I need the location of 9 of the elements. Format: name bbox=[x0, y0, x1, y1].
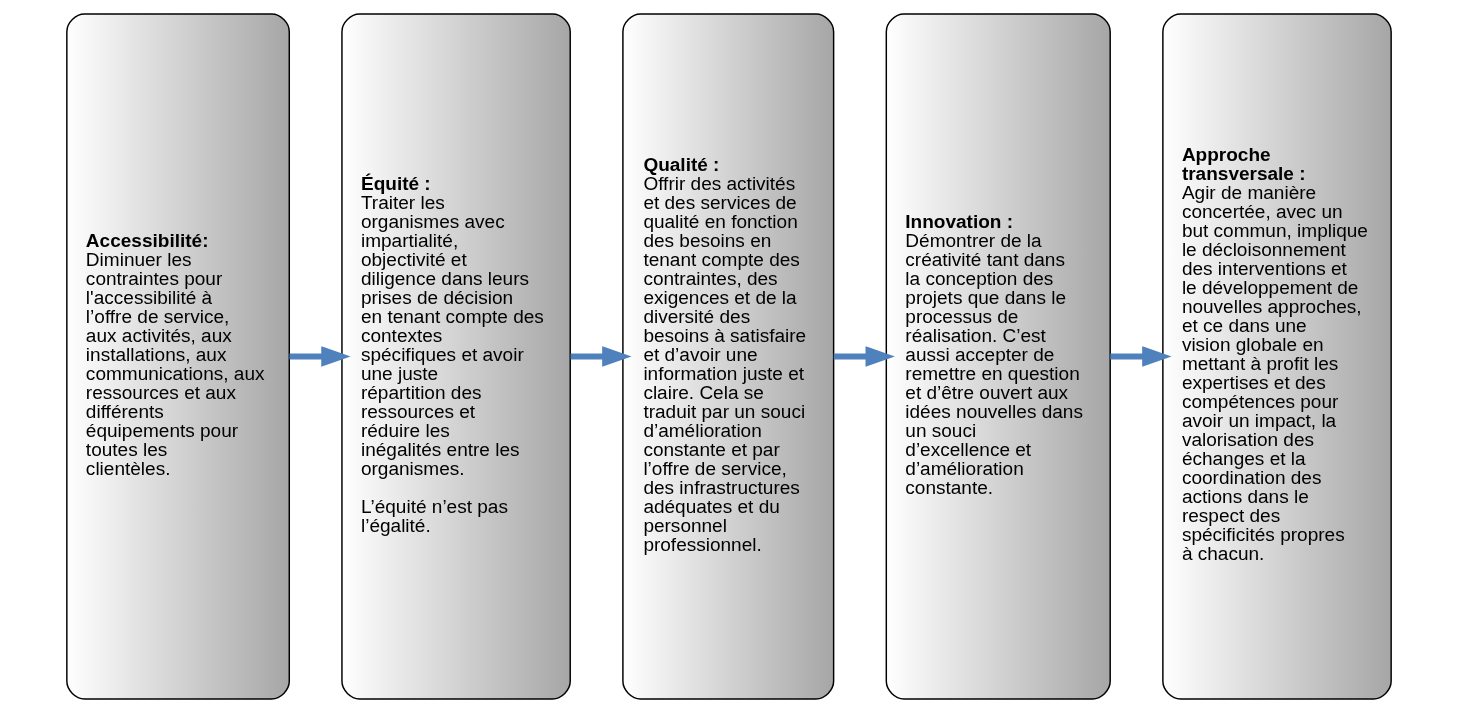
node-box: Approche transversale : Agir de manière concertée, avec un but commun, implique le décloisonnement des interventions et le développement de nouvelles approches, et ce dans une vision globale en mettant à profit les expertises et des compétences pour avoir un impact, la valorisation des échanges et la coordination des actions dans le respect des spécificités propres à chacun. bbox=[1161, 13, 1392, 700]
node-box: Innovation : Démontrer de la créativité tant dans la conception des projets que dans le processus de réalisation. C’est aussi accepter de remettre en question et d’être ouvert aux idées nouvelles dans un souci d’excellence et d’amélioration constante. bbox=[885, 13, 1111, 700]
node-box: Qualité : Offrir des activités et des services de qualité en fonction des besoins en tenant compte des contraintes, des exigences et de la diversité des besoins à satisfaire et d’avoir une information juste et claire. Cela se traduit par un souci d’amélioration constante et par l’offre de service, des infrastructures adéquates et du personnel professionnel. bbox=[621, 13, 834, 700]
arrow bbox=[833, 346, 895, 367]
node-box: Accessibilité: Diminuer les contraintes pour l'accessibilité à l’offre de service, aux activités, aux installations, aux communications, aux ressources et aux différents équipements pour toutes les clientèles. bbox=[65, 13, 290, 700]
arrow bbox=[1109, 346, 1171, 367]
arrow bbox=[570, 346, 631, 367]
arrow bbox=[288, 346, 351, 367]
node-box: Équité : Traiter les organismes avec impartialité, objectivité et diligence dans leurs prises de décision en tenant compte des contextes spécifiques et avoir une juste répartition des ressources et réduire les inégalités entre les organismes. L’équité n’est pas l’égalité. bbox=[340, 13, 571, 700]
